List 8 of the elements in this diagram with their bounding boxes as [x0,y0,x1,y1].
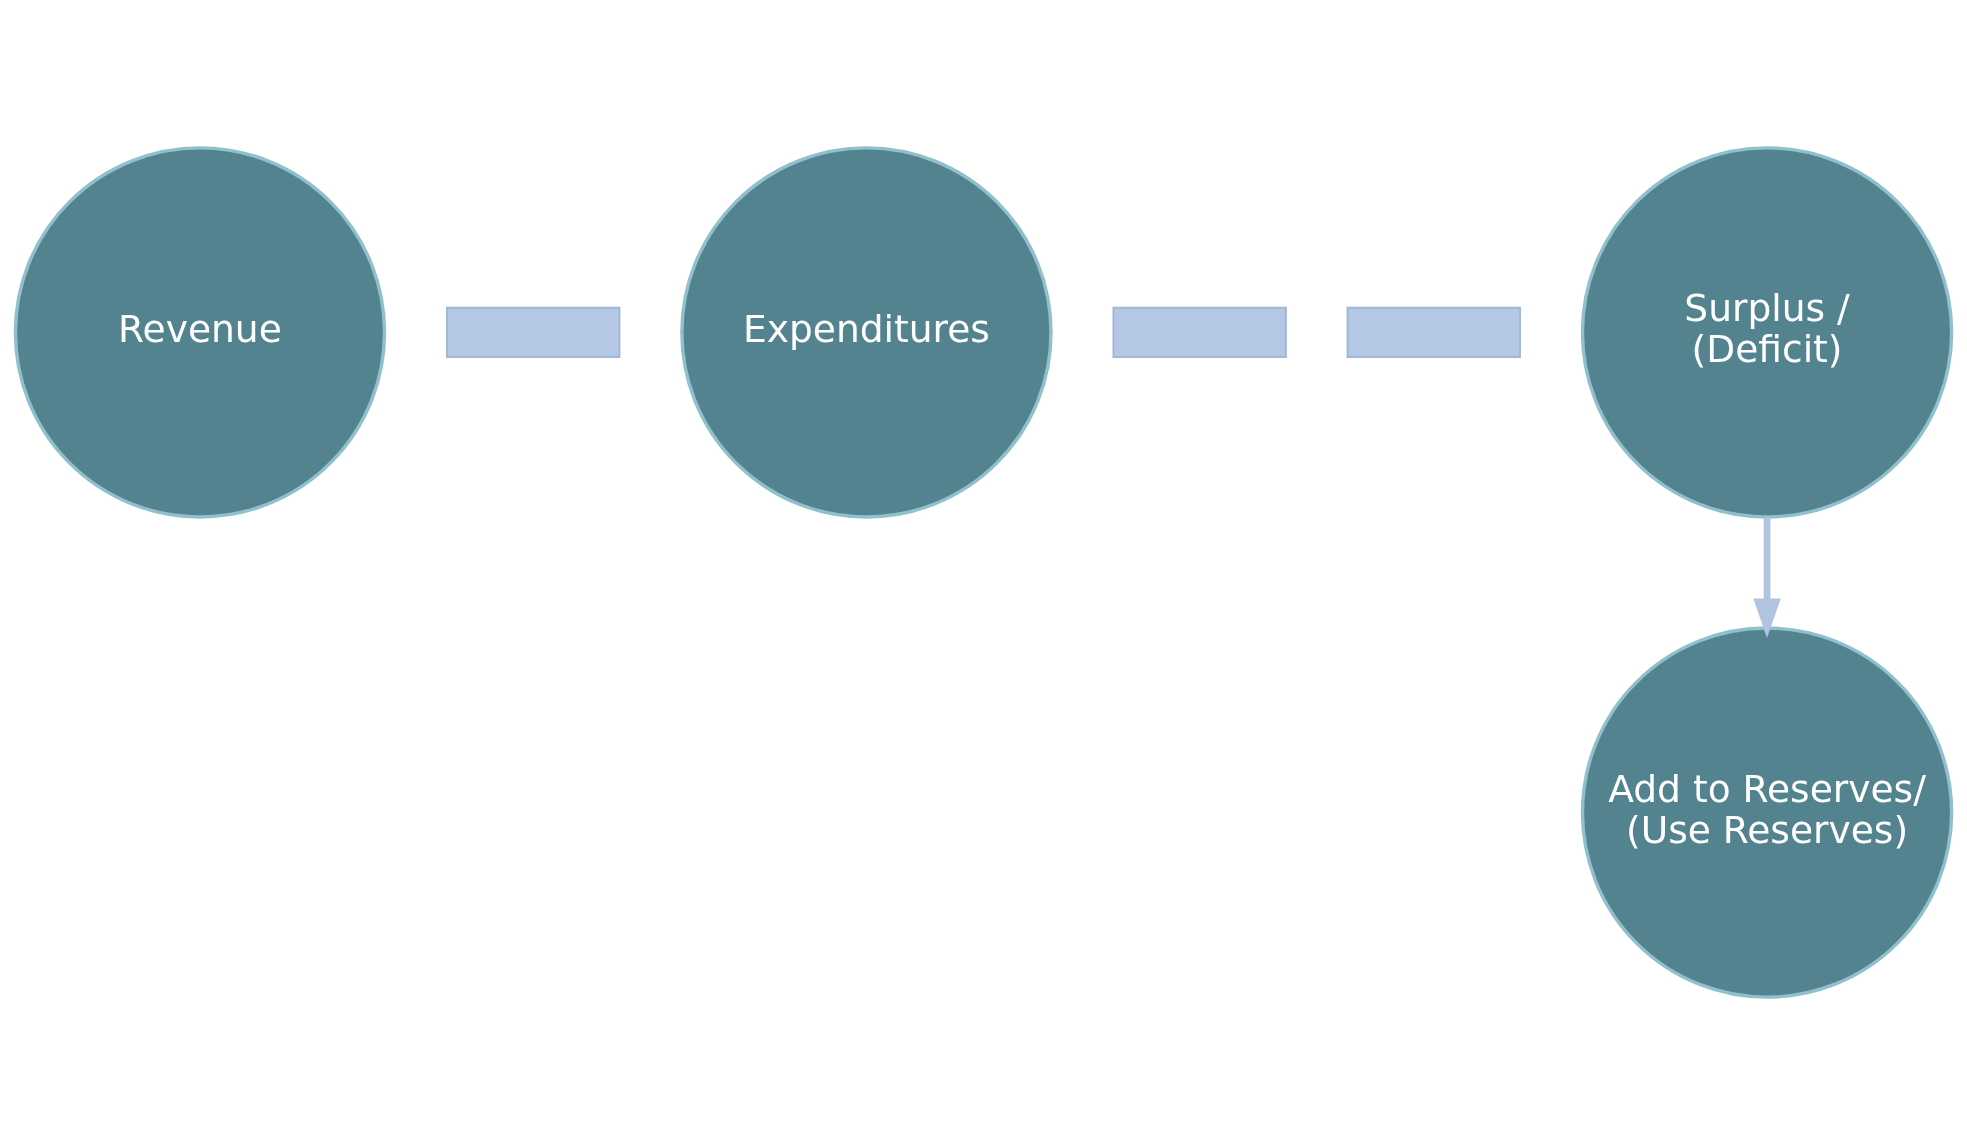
arrow [1753,517,1781,638]
node-circle: Expenditures [680,146,1053,519]
node-bar [1112,306,1287,359]
node-circle: Surplus / (Deficit) [1580,146,1954,519]
node-bar [446,306,621,359]
node-circle: Revenue [13,146,387,519]
node-bar [1346,306,1521,359]
node-circle: Add to Reserves/ (Use Reserves) [1580,626,1954,999]
